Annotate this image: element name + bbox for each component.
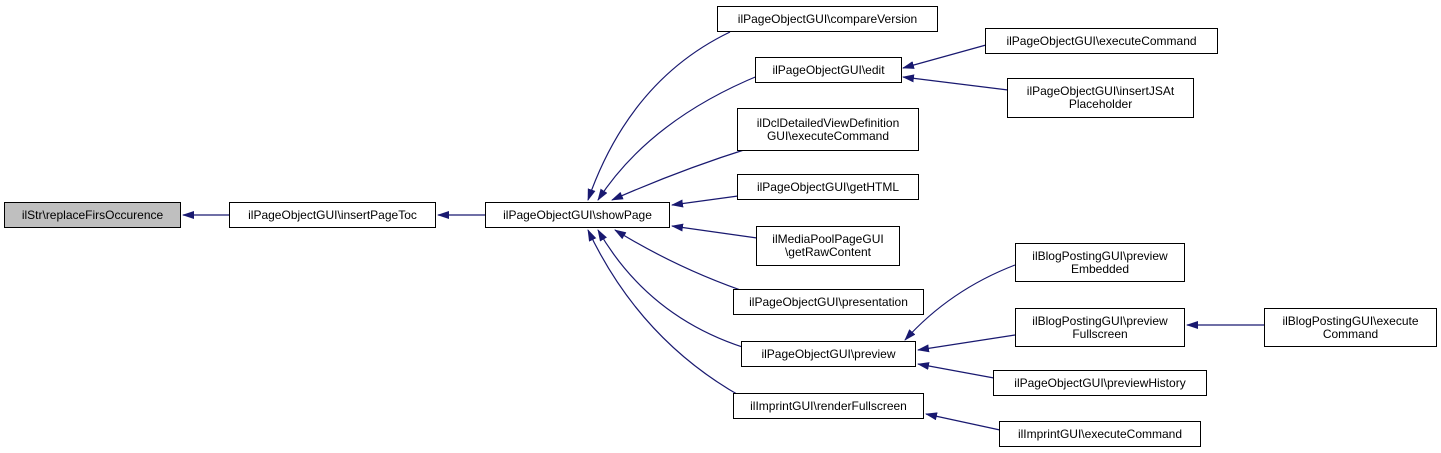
node-ilpageobjectgui-previewhistory[interactable]: ilPageObjectGUI\previewHistory [993,370,1207,396]
edge-n12-to-n4 [902,74,1009,91]
node-ilpageobjectgui-edit[interactable]: ilPageObjectGUI\edit [755,57,902,83]
edge-n10-to-n2 [587,229,743,398]
edge-n4-to-n2 [597,74,761,201]
edge-n8-to-n2 [614,229,753,295]
edge-n15-to-n9 [917,362,995,379]
edge-n7-to-n2 [671,223,758,239]
node-ilpageobjectgui-gethtml[interactable]: ilPageObjectGUI\getHTML [737,174,919,200]
edge-n5-to-n2 [611,147,751,201]
edge-n14-to-n9 [917,334,1016,353]
node-ilpageobjectgui-executecommand[interactable]: ilPageObjectGUI\executeCommand [985,28,1218,54]
node-ilblogpostinggui-executecommand[interactable]: ilBlogPostingGUI\execute Command [1264,308,1437,347]
node-ilpageobjectgui-preview[interactable]: ilPageObjectGUI\preview [741,341,916,367]
edge-n9-to-n2 [597,229,753,351]
edge-n13-to-n9 [904,264,1016,341]
node-ilimprintgui-executecommand[interactable]: ilImprintGUI\executeCommand [999,421,1201,447]
node-ilpageobjectgui-compareversion[interactable]: ilPageObjectGUI\compareVersion [717,6,938,32]
node-ilmediapoolpagegui-getrawcontent[interactable]: ilMediaPoolPageGUI \getRawContent [756,226,900,266]
node-ilpageobjectgui-showpage[interactable]: ilPageObjectGUI\showPage [485,202,670,228]
node-ilpageobjectgui-presentation[interactable]: ilPageObjectGUI\presentation [733,289,924,315]
edge-n3-to-n2 [587,31,731,201]
node-ildcldetailedviewdefinitiongui-executecommand[interactable]: ilDclDetailedViewDefinition GUI\executeC… [737,108,919,151]
edge-n11-to-n4 [902,44,987,69]
node-ilblogpostinggui-previewembedded[interactable]: ilBlogPostingGUI\preview Embedded [1015,243,1185,282]
node-ilpageobjectgui-insertjsatplaceholder[interactable]: ilPageObjectGUI\insertJSAt Placeholder [1007,78,1194,118]
node-ilimprintgui-renderfullscreen[interactable]: ilImprintGUI\renderFullscreen [733,393,924,419]
node-ilpageobjectgui-insertpagetoc[interactable]: ilPageObjectGUI\insertPageToc [229,202,436,228]
node-ilblogpostinggui-previewfullscreen[interactable]: ilBlogPostingGUI\preview Fullscreen [1015,308,1185,347]
edge-n16-to-n10 [925,412,1001,431]
node-ilstr-replacefirsoccurence: ilStr\replaceFirsOccurence [4,202,181,228]
edge-n6-to-n2 [671,195,739,208]
